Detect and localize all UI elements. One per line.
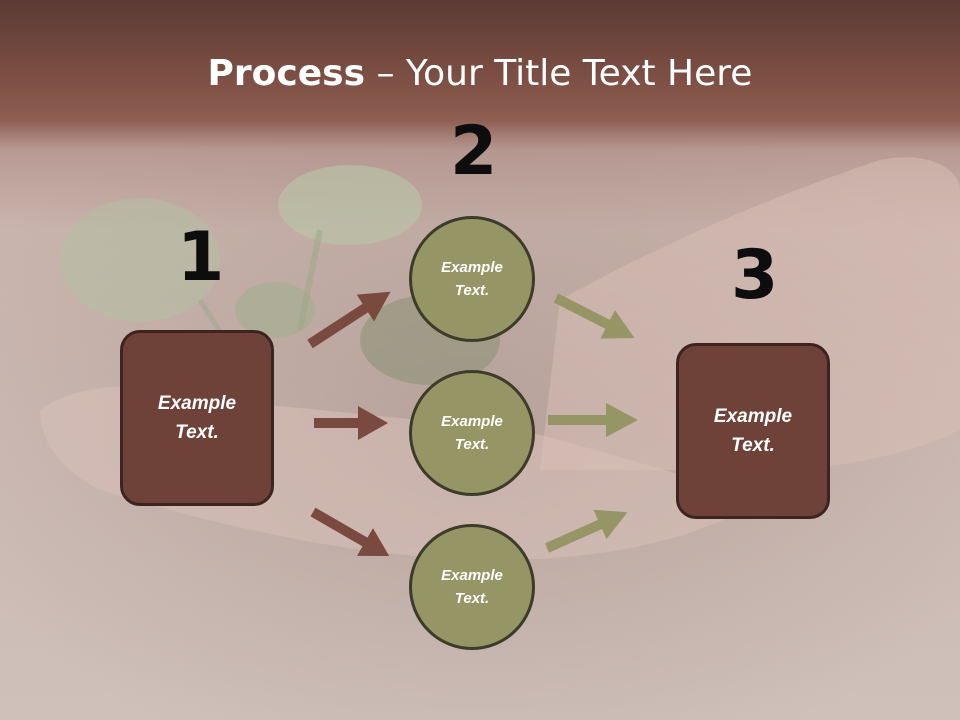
- title-rest: – Your Title Text Here: [365, 53, 753, 94]
- arrow-1-to-bottom: [310, 507, 390, 556]
- step-number-2: 2: [450, 112, 498, 191]
- arrow-top-to-3: [553, 293, 635, 339]
- title-bold: Process: [207, 53, 366, 94]
- step-3-box: Example Text.: [676, 343, 830, 519]
- circle-top: Example Text.: [409, 216, 535, 342]
- circle-middle-text: Example Text.: [441, 413, 503, 453]
- step-1-text: Example Text.: [157, 393, 237, 443]
- circle-middle: Example Text.: [409, 370, 535, 496]
- arrow-bottom-to-3: [544, 509, 628, 553]
- circle-bottom-text: Example Text.: [441, 567, 503, 607]
- arrow-1-to-middle: [314, 406, 388, 440]
- step-number-3: 3: [731, 236, 779, 315]
- circle-top-text: Example Text.: [441, 259, 503, 299]
- circle-bottom: Example Text.: [409, 524, 535, 650]
- step-1-box: Example Text.: [120, 330, 274, 506]
- slide-title: Process – Your Title Text Here: [0, 52, 960, 96]
- step-3-text: Example Text.: [713, 406, 793, 456]
- arrow-1-to-top: [307, 291, 391, 349]
- step-number-1: 1: [177, 218, 225, 297]
- arrow-middle-to-3: [548, 403, 638, 437]
